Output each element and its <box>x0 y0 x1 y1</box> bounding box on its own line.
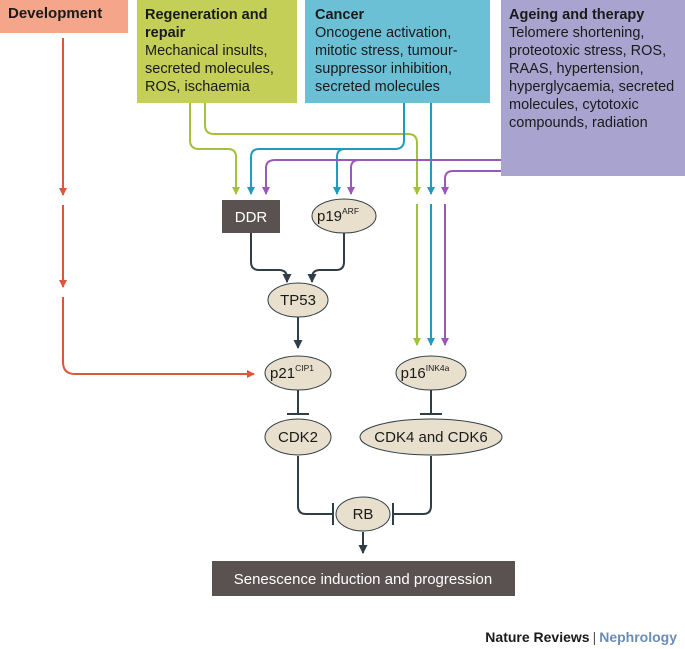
p19-to-tp53-arrow <box>307 233 345 283</box>
p19-node <box>311 198 377 234</box>
regeneration-arrow <box>189 103 240 195</box>
journal-section: Nephrology <box>599 629 677 645</box>
cdk2-inhibits-rb <box>297 456 334 525</box>
tp53-node <box>267 282 329 318</box>
regeneration-box: Regeneration and repair Mechanical insul… <box>137 0 297 103</box>
p16-label: p16INK4a <box>401 363 450 382</box>
development-title: Development <box>8 5 103 22</box>
ddr-label: DDR <box>235 209 268 226</box>
cancer-arrow <box>247 103 405 195</box>
cancer-arrow <box>333 148 351 195</box>
ddr-to-tp53-arrow <box>250 233 292 283</box>
cdk2-label: CDK2 <box>278 429 318 446</box>
regeneration-arrow <box>204 103 421 195</box>
ddr-node <box>222 200 280 233</box>
ageing-body: Telomere shortening, proteotoxic stress,… <box>509 25 675 131</box>
cdk46-node <box>359 418 503 456</box>
ageing-box: Ageing and therapy Telomere shortening, … <box>501 0 685 176</box>
cdk46-inhibits-rb <box>392 456 432 525</box>
rb-label: RB <box>353 506 374 523</box>
development-arrow <box>62 297 255 378</box>
cdk46-label: CDK4 and CDK6 <box>374 429 487 446</box>
development-box: Development <box>0 0 128 33</box>
p21-label: p21CIP1 <box>270 363 314 382</box>
cancer-title: Cancer <box>315 7 365 23</box>
journal-footer: Nature Reviews|Nephrology <box>485 629 677 645</box>
senescence-node <box>212 561 515 596</box>
cancer-body: Oncogene activation, mitotic stress, tum… <box>315 25 458 95</box>
p19-label: p19ARF <box>317 206 359 225</box>
rb-node <box>335 496 391 532</box>
footer-separator: | <box>592 629 597 645</box>
regeneration-title: Regeneration and repair <box>145 7 268 41</box>
journal-name: Nature Reviews <box>485 629 590 645</box>
p16-node <box>395 355 467 391</box>
regeneration-body: Mechanical insults, secreted molecules, … <box>145 43 274 95</box>
ageing-arrow <box>441 170 501 195</box>
cancer-box: Cancer Oncogene activation, mitotic stre… <box>305 0 490 103</box>
tp53-label: TP53 <box>280 292 316 309</box>
ageing-title: Ageing and therapy <box>509 7 645 23</box>
senescence-label: Senescence induction and progression <box>234 571 493 588</box>
ageing-arrow <box>262 159 501 195</box>
p21-inhibits-cdk2 <box>287 390 309 415</box>
ageing-arrow <box>347 159 360 195</box>
cdk2-node <box>264 418 332 456</box>
p16-inhibits-cdk46 <box>420 390 442 415</box>
p21-node <box>264 355 332 391</box>
